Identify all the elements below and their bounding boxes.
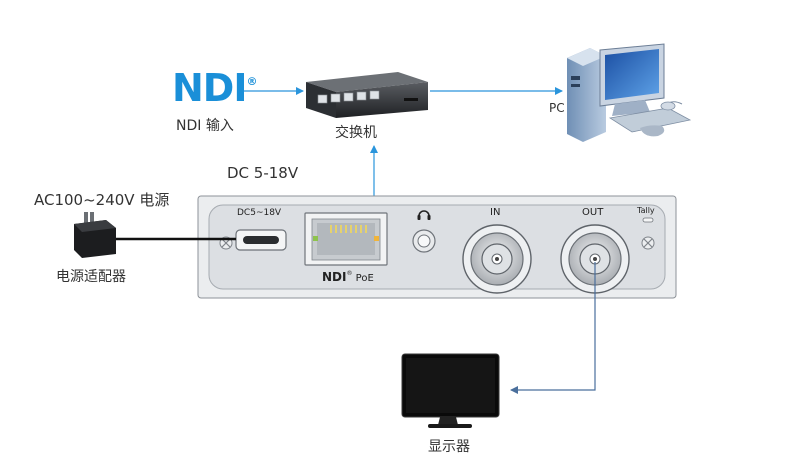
- headphone-icon: [417, 210, 431, 220]
- ndi-poe-brand: NDI: [322, 270, 347, 284]
- power-adapter-label: 电源适配器: [56, 269, 126, 285]
- ndi-poe-label: NDI® PoE: [322, 270, 374, 284]
- out-to-monitor-arrow: [510, 262, 596, 394]
- power-adapter-icon: [74, 212, 116, 258]
- network-switch-icon: [306, 72, 428, 118]
- ndi-logo: NDI®: [172, 66, 257, 110]
- bnc-out-connector: [560, 224, 630, 294]
- pc-label: PC: [549, 101, 565, 115]
- headphone-jack: [412, 229, 436, 253]
- switch-label: 交换机: [335, 125, 377, 141]
- tally-led: [642, 217, 654, 223]
- out-label: OUT: [582, 207, 604, 218]
- in-label: IN: [490, 207, 501, 218]
- right-screw-icon: [641, 236, 655, 250]
- ac-source-label: AC100~240V 电源: [34, 191, 170, 209]
- ndi-poe-mark: ®: [346, 270, 353, 277]
- pc-icon: [567, 43, 692, 142]
- bnc-in-connector: [462, 224, 532, 294]
- dc-port-label: DC5~18V: [237, 208, 282, 218]
- tally-label: Tally: [637, 206, 655, 215]
- monitor-icon: [401, 353, 500, 428]
- monitor-label: 显示器: [428, 439, 470, 455]
- ndi-logo-mark: ®: [246, 75, 257, 88]
- ndi-poe-suffix: PoE: [352, 273, 374, 284]
- ndi-input-label: NDI 输入: [176, 118, 234, 134]
- rj45-poe-port: [304, 212, 388, 266]
- ndi-logo-text: NDI: [172, 66, 247, 110]
- dc-power-port: [235, 229, 287, 251]
- dc-range-label: DC 5-18V: [227, 164, 299, 182]
